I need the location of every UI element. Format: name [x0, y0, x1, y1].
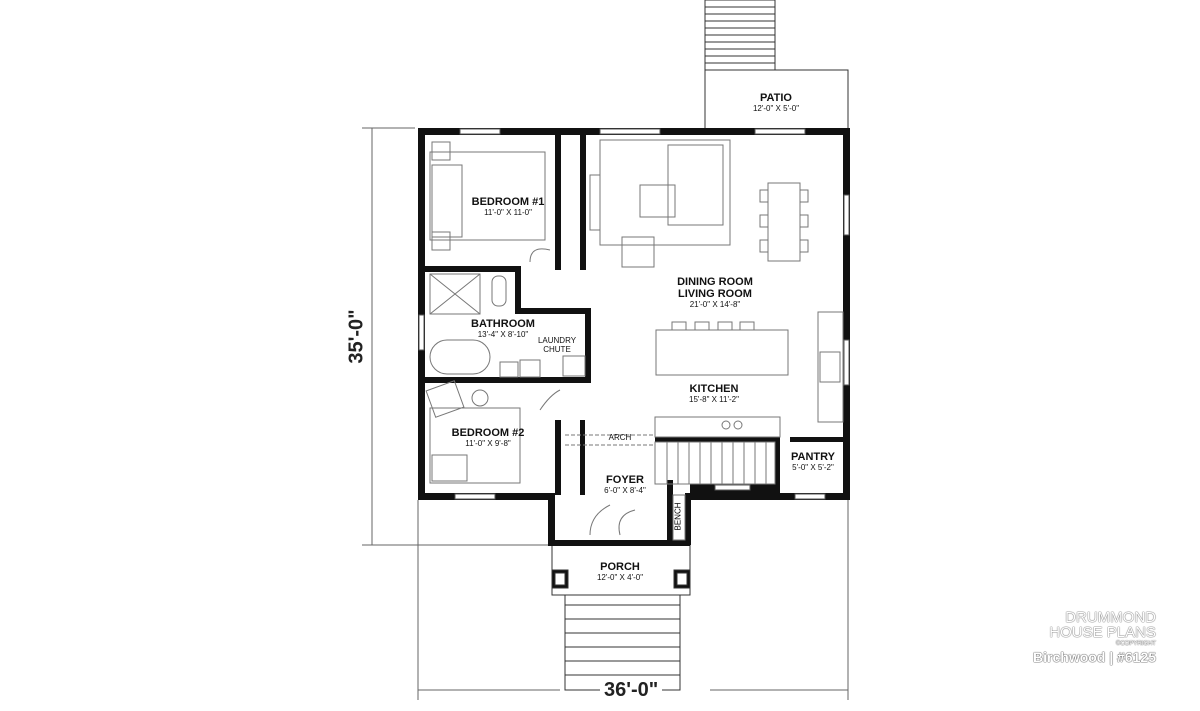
room-dimensions: 5'-0" X 5'-2" — [792, 463, 834, 472]
room-name: PATIO — [760, 92, 792, 104]
brand-logo: DRUMMOND HOUSE PLANS ©COPYRIGHT Birchwoo… — [1033, 610, 1156, 665]
room-dimensions: 6'-0" X 8'-4" — [604, 486, 646, 495]
room-dimensions: 11'-0" X 11-0" — [484, 208, 532, 217]
room-bedroom-2: BEDROOM #2 11'-0" X 9'-8" — [452, 427, 525, 449]
room-name: PANTRY — [791, 451, 835, 463]
room-dining-living: DINING ROOM LIVING ROOM 21'-0" X 14'-8" — [677, 276, 753, 310]
room-porch: PORCH 12'-0" X 4'-0" — [597, 561, 643, 583]
plan-name: Birchwood | #6125 — [1033, 649, 1156, 665]
room-name: BEDROOM #1 — [471, 196, 545, 208]
brand-line: DRUMMOND — [1065, 609, 1156, 626]
width-dimension: 36'-0" — [600, 679, 663, 702]
room-foyer: FOYER 6'-0" X 8'-4" — [604, 474, 646, 496]
room-dimensions: 21'-0" X 14'-8" — [689, 300, 741, 309]
arch-label: ARCH — [608, 433, 632, 442]
windows — [418, 128, 850, 500]
room-dimensions: 15'-8" X 11'-2" — [689, 395, 739, 404]
laundry-chute-label: LAUNDRY CHUTE — [538, 336, 576, 354]
room-name: FOYER — [606, 474, 644, 486]
bench-label: BENCH — [673, 502, 683, 531]
room-name: KITCHEN — [689, 383, 739, 395]
furniture — [425, 139, 844, 541]
room-patio: PATIO 12'-0" X 5'-0" — [753, 92, 799, 114]
room-bathroom: BATHROOM 13'-4" X 8'-10" — [471, 318, 535, 340]
room-name: BATHROOM — [471, 318, 535, 330]
room-bedroom-1: BEDROOM #1 11'-0" X 11-0" — [472, 196, 545, 218]
label-line: LAUNDRY — [537, 336, 577, 345]
room-dimensions: 12'-0" X 4'-0" — [596, 573, 644, 582]
depth-dimension: 35'-0" — [345, 309, 368, 364]
room-dimensions: 13'-4" X 8'-10" — [477, 330, 529, 339]
room-name: BEDROOM #2 — [451, 427, 525, 439]
room-dimensions: 12'-0" X 5'-0" — [752, 104, 800, 113]
label-line: CHUTE — [543, 345, 571, 354]
room-kitchen: KITCHEN 15'-8" X 11'-2" — [689, 383, 739, 405]
room-name: DINING ROOM — [677, 276, 753, 288]
room-dimensions: 11'-0" X 9'-8" — [465, 439, 511, 448]
copyright: ©COPYRIGHT — [1115, 641, 1156, 647]
room-name: PORCH — [600, 561, 640, 573]
room-pantry: PANTRY 5'-0" X 5'-2" — [791, 451, 835, 473]
porch — [551, 544, 691, 691]
room-name: LIVING ROOM — [678, 288, 752, 300]
dimension-lines — [362, 127, 849, 700]
patio — [704, 0, 849, 131]
brand-line: HOUSE PLANS — [1049, 624, 1156, 641]
